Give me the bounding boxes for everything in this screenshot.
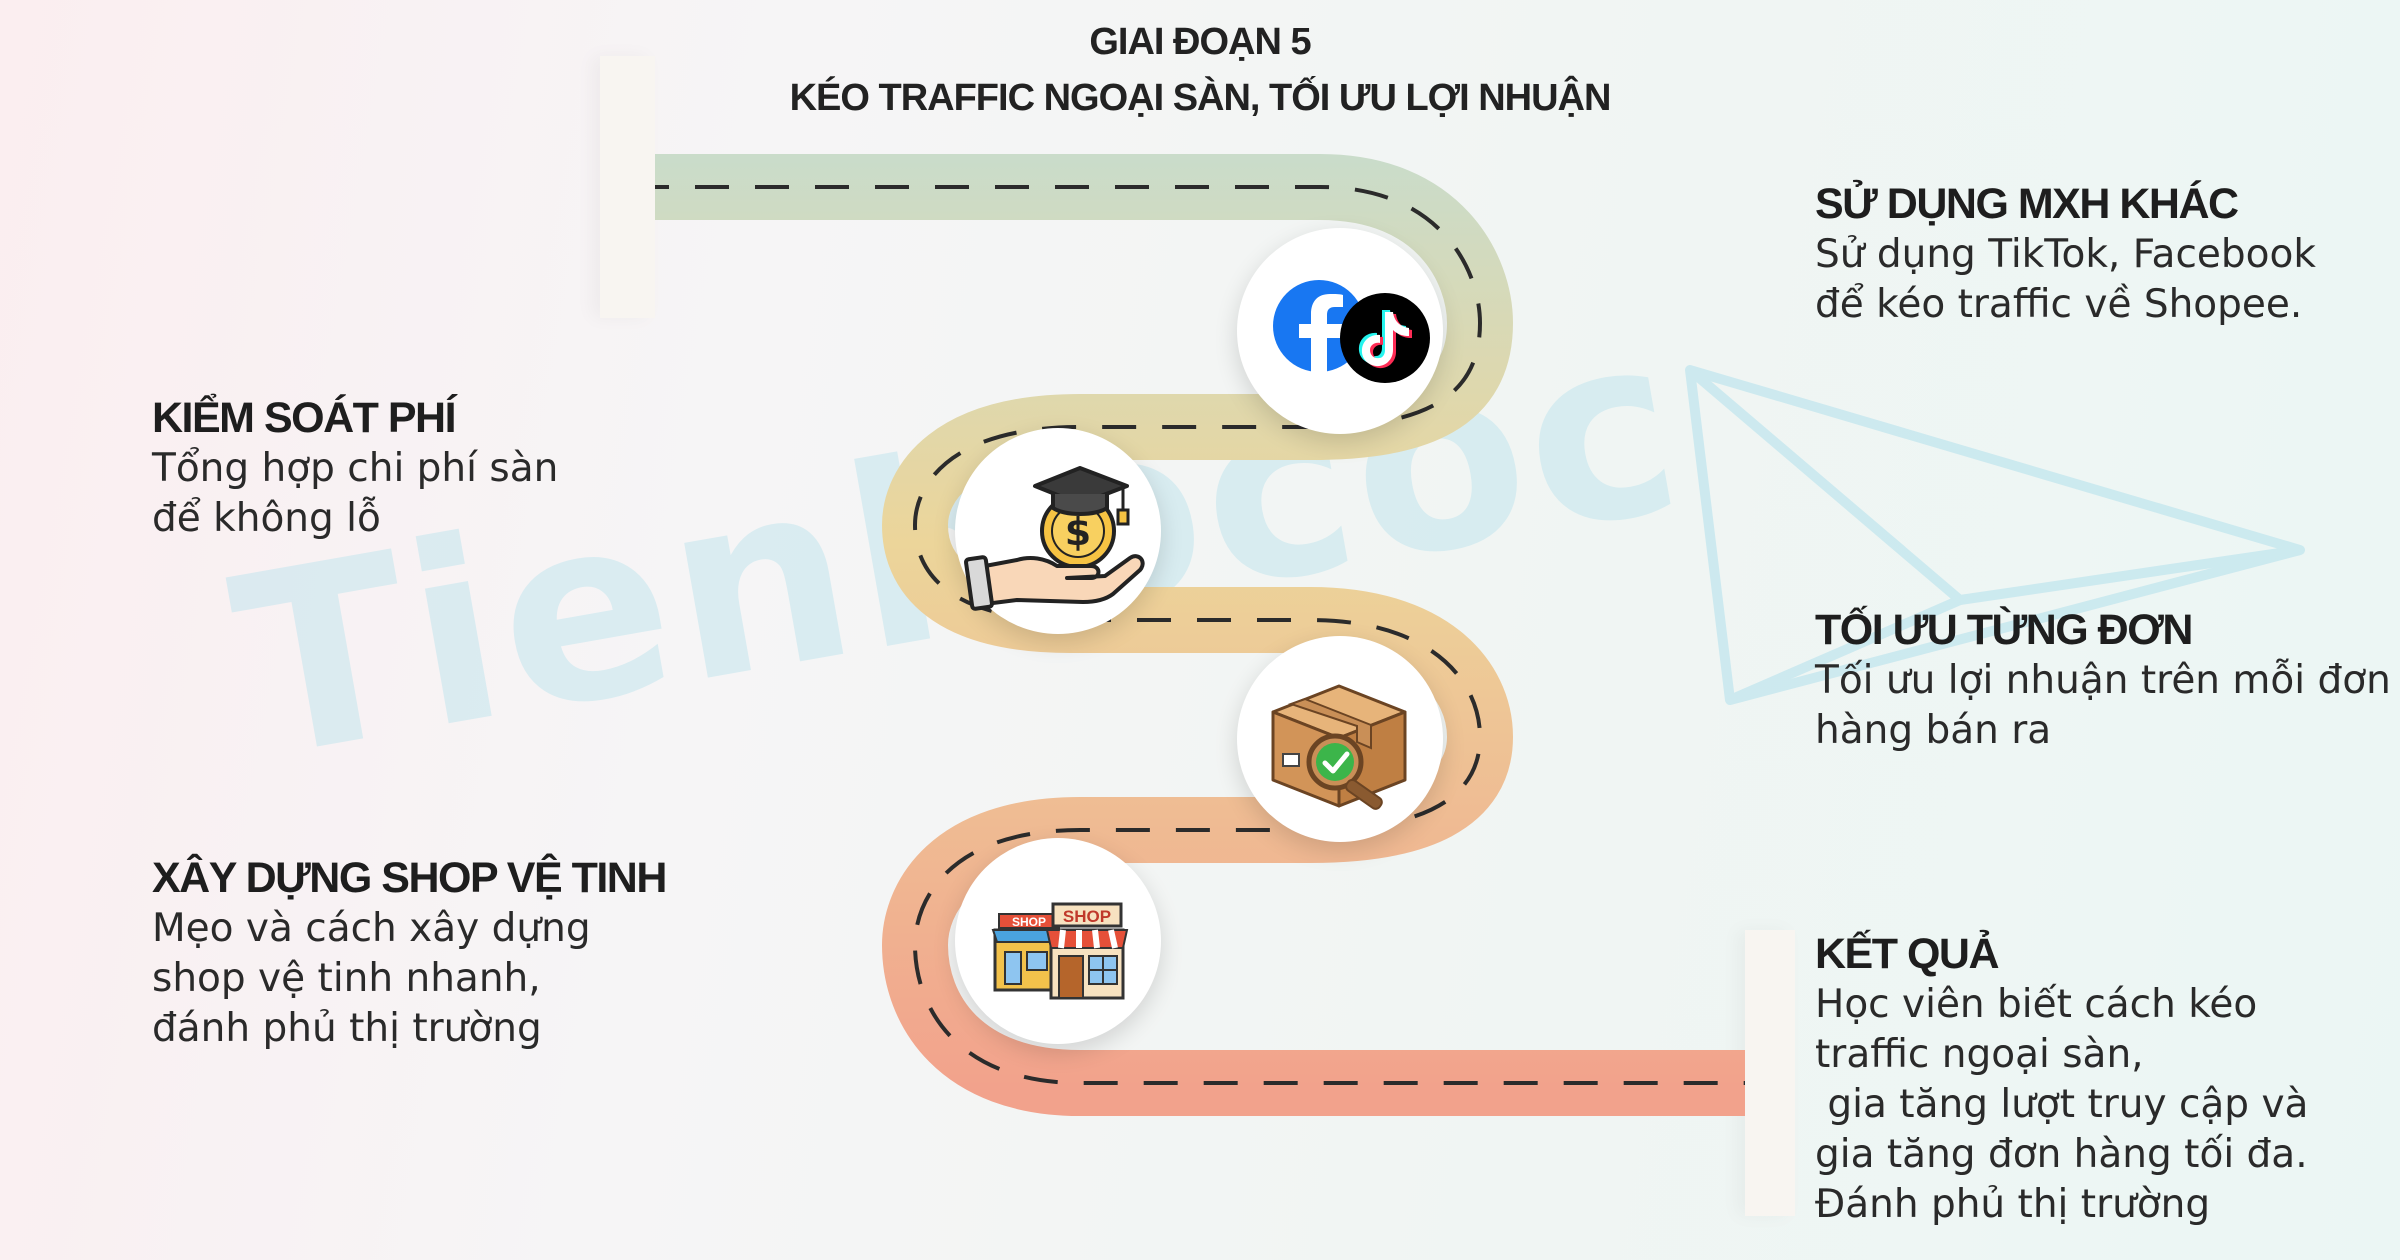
stage-title-line2: KÉO TRAFFIC NGOẠI SÀN, TỐI ƯU LỢI NHUẬN [789,77,1612,119]
step-social-media-heading: SỬ DỤNG MXH KHÁC [1815,180,2239,228]
small-shop-sign: SHOP [1012,915,1046,929]
step-satellite-shop-line2: shop vệ tinh nhanh, [152,956,541,1001]
stage-title: GIAI ĐOẠN 5 KÉO TRAFFIC NGOẠI SÀN, TỐI Ư… [0,14,2400,126]
step-fee-control: KIỂM SOÁT PHÍ Tổng hợp chi phí sàn để kh… [152,392,558,544]
step-result-line1: Học viên biết cách kéo [1815,982,2258,1027]
step-result: KẾT QUẢ Học viên biết cách kéo traffic n… [1815,928,2308,1230]
road-start-block [600,56,655,318]
step-fee-control-line2: để không lỗ [152,496,381,541]
step-result-line4: gia tăng đơn hàng tối đa. [1815,1132,2308,1177]
step-social-media-line2: để kéo traffic về Shopee. [1815,282,2303,327]
step-result-line5: Đánh phủ thị trường [1815,1182,2211,1227]
step-social-media-line1: Sử dụng TikTok, Facebook [1815,232,2316,277]
fee-control-circle: $ [955,428,1161,634]
shop-store-icon: SHOP SHOP [991,902,1129,1000]
step-order-optimize: TỐI ƯU TỪNG ĐƠN Tối ưu lợi nhuận trên mỗ… [1815,604,2391,756]
large-shop-sign: SHOP [1063,907,1111,926]
facebook-tiktok-icon [1273,280,1430,383]
step-satellite-shop: XÂY DỰNG SHOP VỆ TINH Mẹo và cách xây dự… [152,852,667,1054]
step-order-optimize-heading: TỐI ƯU TỪNG ĐƠN [1815,606,2193,654]
order-optimize-circle [1237,636,1443,842]
step-result-line2: traffic ngoại sàn, [1815,1032,2144,1077]
money-hand-graduation-icon: $ [964,466,1145,611]
step-order-optimize-line1: Tối ưu lợi nhuận trên mỗi đơn [1815,658,2391,703]
road-surface [655,154,1745,1116]
step-social-media: SỬ DỤNG MXH KHÁC Sử dụng TikTok, Faceboo… [1815,178,2316,330]
package-check-icon [1271,684,1407,810]
svg-text:$: $ [1065,510,1091,554]
paper-plane-icon [1685,365,2305,705]
step-result-line3: gia tăng lượt truy cập và [1815,1082,2309,1127]
stage-title-line1: GIAI ĐOẠN 5 [1089,21,1311,63]
road-center-dashes [655,185,1745,1085]
step-result-heading: KẾT QUẢ [1815,930,2000,978]
step-fee-control-line1: Tổng hợp chi phí sàn [152,446,559,491]
step-satellite-shop-heading: XÂY DỰNG SHOP VỆ TINH [152,854,667,902]
step-order-optimize-line2: hàng bán ra [1815,708,2052,753]
road-end-block [1745,930,1795,1216]
step-fee-control-heading: KIỂM SOÁT PHÍ [152,394,457,442]
social-media-circle [1237,228,1443,434]
satellite-shop-circle: SHOP SHOP [955,838,1161,1044]
step-satellite-shop-line3: đánh phủ thị trường [152,1006,542,1051]
step-satellite-shop-line1: Mẹo và cách xây dựng [152,906,591,951]
